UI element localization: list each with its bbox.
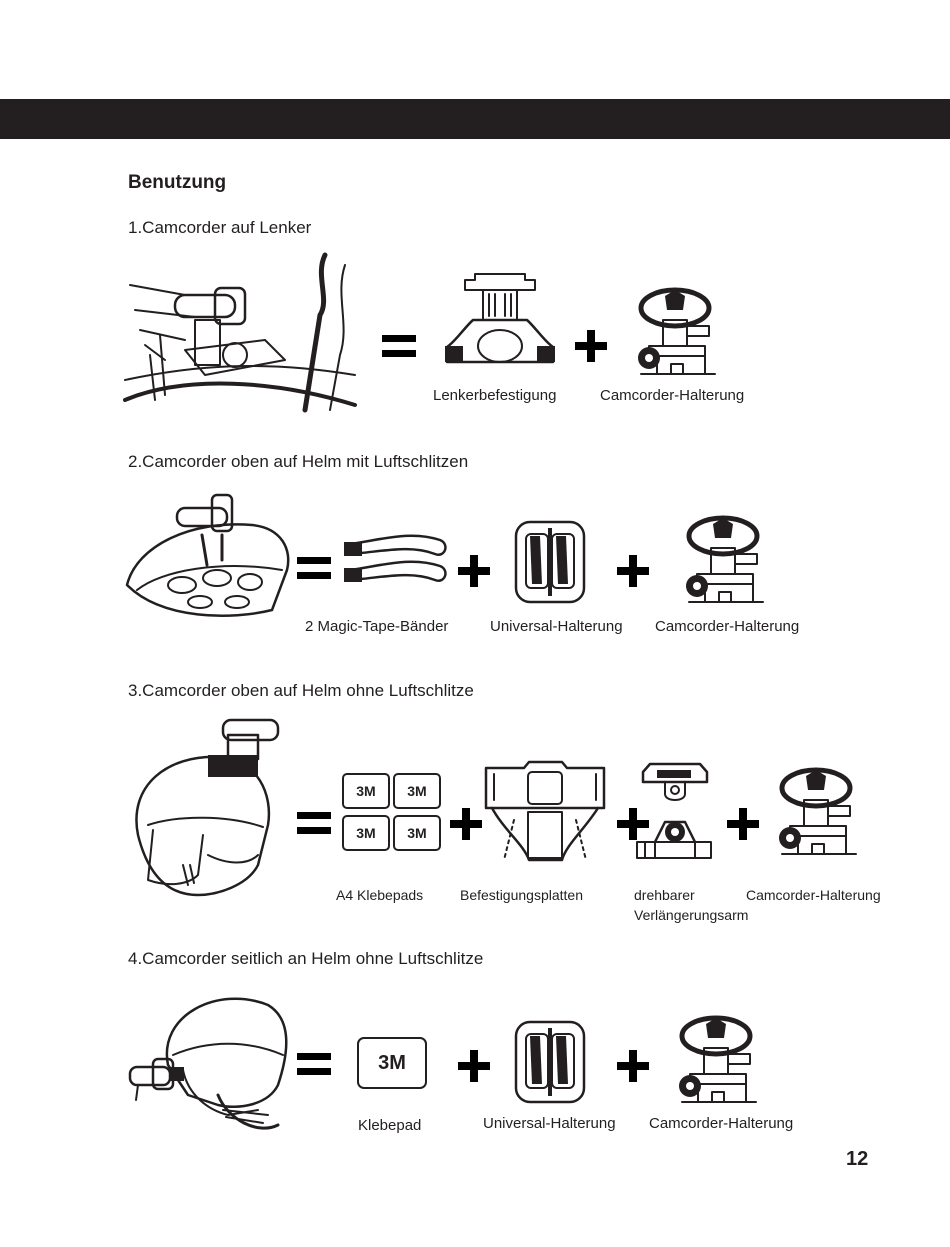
header-bar [0, 99, 950, 139]
camcorder-holder-illustration [776, 766, 861, 861]
adhesive-pad-3m: 3M [357, 1037, 427, 1089]
page-title: Benutzung [128, 172, 227, 193]
mounting-plates-illustration [484, 760, 606, 862]
vented-helmet-illustration [125, 493, 290, 617]
magic-tape-straps-illustration [344, 534, 447, 582]
section-1-heading: 1.Camcorder auf Lenker [128, 218, 312, 237]
adhesive-pad-3m: 3M [342, 773, 390, 809]
caption-magic-tape: 2 Magic-Tape-Bänder [305, 618, 449, 635]
caption-klebepad: Klebepad [358, 1117, 422, 1134]
caption-a4-klebepads: A4 Klebepads [336, 887, 424, 903]
adhesive-pad-3m: 3M [342, 815, 390, 851]
caption-verlaengerungsarm: Verlängerungsarm [634, 907, 749, 923]
equals-sign [297, 1053, 331, 1075]
caption-camcorder-halterung-2: Camcorder-Halterung [655, 618, 800, 635]
page-number: 12 [846, 1148, 869, 1170]
bike-handlebar-illustration [123, 252, 357, 413]
caption-camcorder-halterung-1: Camcorder-Halterung [600, 387, 745, 404]
caption-universal-halterung-2: Universal-Halterung [483, 1115, 616, 1132]
caption-camcorder-halterung-4: Camcorder-Halterung [649, 1115, 794, 1132]
camcorder-holder-illustration [683, 514, 768, 609]
caption-universal-halterung-1: Universal-Halterung [490, 618, 623, 635]
handlebar-mount-illustration [445, 273, 555, 364]
caption-lenkerbefestigung: Lenkerbefestigung [433, 387, 557, 404]
side-helmet-illustration [128, 997, 288, 1130]
section-4-heading: 4.Camcorder seitlich an Helm ohne Luftsc… [128, 949, 484, 968]
caption-befestigungsplatten: Befestigungsplatten [460, 887, 583, 903]
solid-helmet-illustration [135, 718, 280, 897]
plus-sign [450, 808, 482, 840]
plus-sign [458, 555, 490, 587]
section-3-heading: 3.Camcorder oben auf Helm ohne Luftschli… [128, 681, 474, 700]
caption-camcorder-halterung-3: Camcorder-Halterung [746, 887, 881, 903]
camcorder-holder-illustration [635, 286, 720, 381]
equals-sign [297, 812, 331, 834]
plus-sign [617, 1050, 649, 1082]
section-2-heading: 2.Camcorder oben auf Helm mit Luftschlit… [128, 452, 469, 471]
equals-sign [382, 335, 416, 357]
adhesive-pad-3m: 3M [393, 773, 441, 809]
universal-mount-illustration [514, 520, 586, 604]
plus-sign [575, 330, 607, 362]
camcorder-holder-illustration [676, 1014, 761, 1109]
adhesive-pad-3m: 3M [393, 815, 441, 851]
equals-sign [297, 557, 331, 579]
plus-sign [727, 808, 759, 840]
extension-arm-illustration [636, 762, 712, 859]
universal-mount-illustration [514, 1020, 586, 1104]
caption-drehbarer: drehbarer [634, 887, 695, 903]
plus-sign [458, 1050, 490, 1082]
plus-sign [617, 555, 649, 587]
